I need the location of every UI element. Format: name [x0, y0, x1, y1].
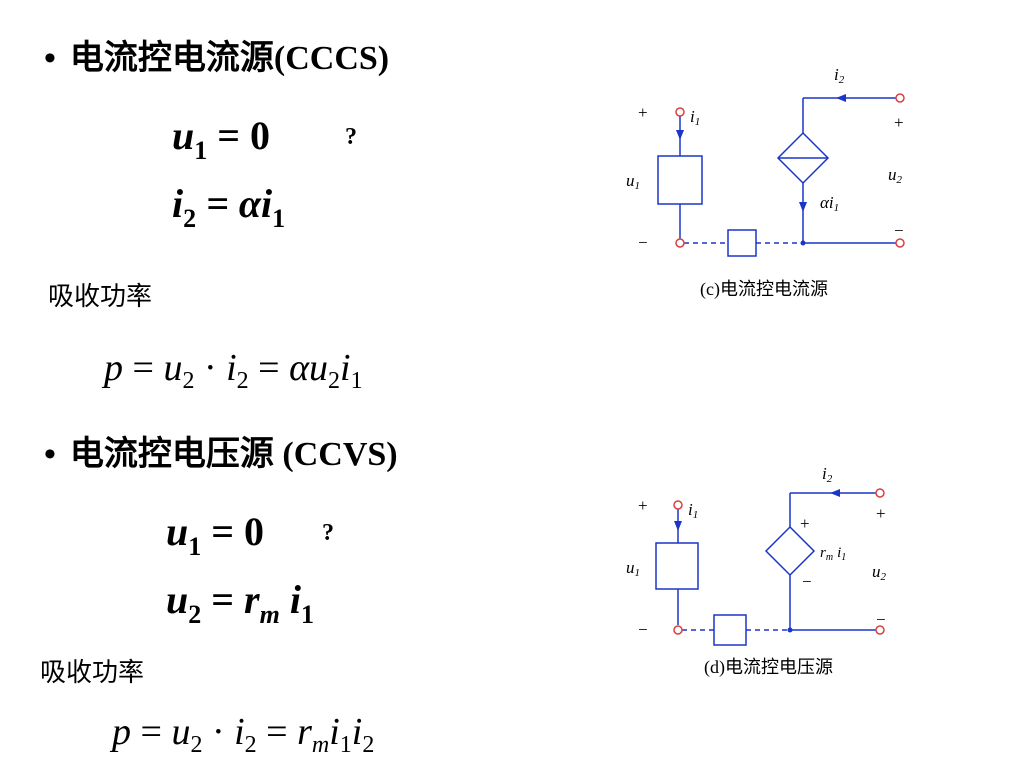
bullet-dot: •	[44, 40, 56, 77]
ccvs-source-minus: −	[802, 572, 812, 591]
cccs-minus-left: −	[638, 233, 648, 252]
section1-title-cn: 电流控电流源	[69, 38, 274, 78]
ccvs-i2-label: i2	[822, 464, 833, 485]
cccs-i2-label: i2	[834, 65, 845, 86]
cccs-source-label: αi1	[820, 193, 839, 214]
ccvs-i1-label: i1	[688, 500, 698, 521]
section2-title-cn: 电流控电压源	[69, 434, 274, 474]
ccvs-u2-label: u2	[872, 562, 887, 583]
cccs-minus-right: −	[894, 221, 904, 240]
section2-power-label: 吸收功率	[40, 658, 145, 688]
cccs-plus-right: +	[894, 113, 904, 132]
section1-title-code: (CCCS)	[273, 40, 390, 77]
section2-equation-2: u2 = rm i1	[166, 577, 314, 629]
cccs-u2-label: u2	[888, 165, 903, 186]
section1-power-formula: p = u2 · i2 = αu2i1	[104, 347, 363, 394]
bullet-dot: •	[44, 436, 56, 473]
cccs-plus-left: +	[638, 103, 648, 122]
section2-equation-1: u1 = 0	[166, 509, 265, 561]
ccvs-source-plus: +	[800, 514, 810, 533]
section1-power-label: 吸收功率	[48, 282, 153, 312]
section1-equation-2: i2 = αi1	[172, 181, 286, 233]
ccvs-caption: (d)电流控电压源	[704, 657, 833, 678]
cccs-circuit-diagram: + − i1 u1 i2 + − u2 αi1 (c)电流控电流源	[626, 65, 905, 300]
section1-question-mark: ?	[345, 124, 357, 150]
section1-heading: • 电流控电流源(CCCS)	[44, 30, 389, 79]
ccvs-minus-left: −	[638, 620, 648, 639]
cccs-u1-label: u1	[626, 171, 640, 192]
section2-power-formula: p = u2 · i2 = rmi1i2	[112, 711, 375, 758]
section2-title-code: (CCVS)	[273, 436, 398, 473]
ccvs-plus-right: +	[876, 504, 886, 523]
section2-heading: • 电流控电压源 (CCVS)	[44, 426, 398, 475]
cccs-i1-label: i1	[690, 107, 700, 128]
section2-question-mark: ?	[322, 520, 334, 546]
ccvs-minus-right: −	[876, 610, 886, 629]
ccvs-u1-label: u1	[626, 558, 640, 579]
section1-equation-1: u1 = 0	[172, 113, 271, 165]
cccs-caption: (c)电流控电流源	[700, 279, 828, 300]
ccvs-plus-left: +	[638, 496, 648, 515]
